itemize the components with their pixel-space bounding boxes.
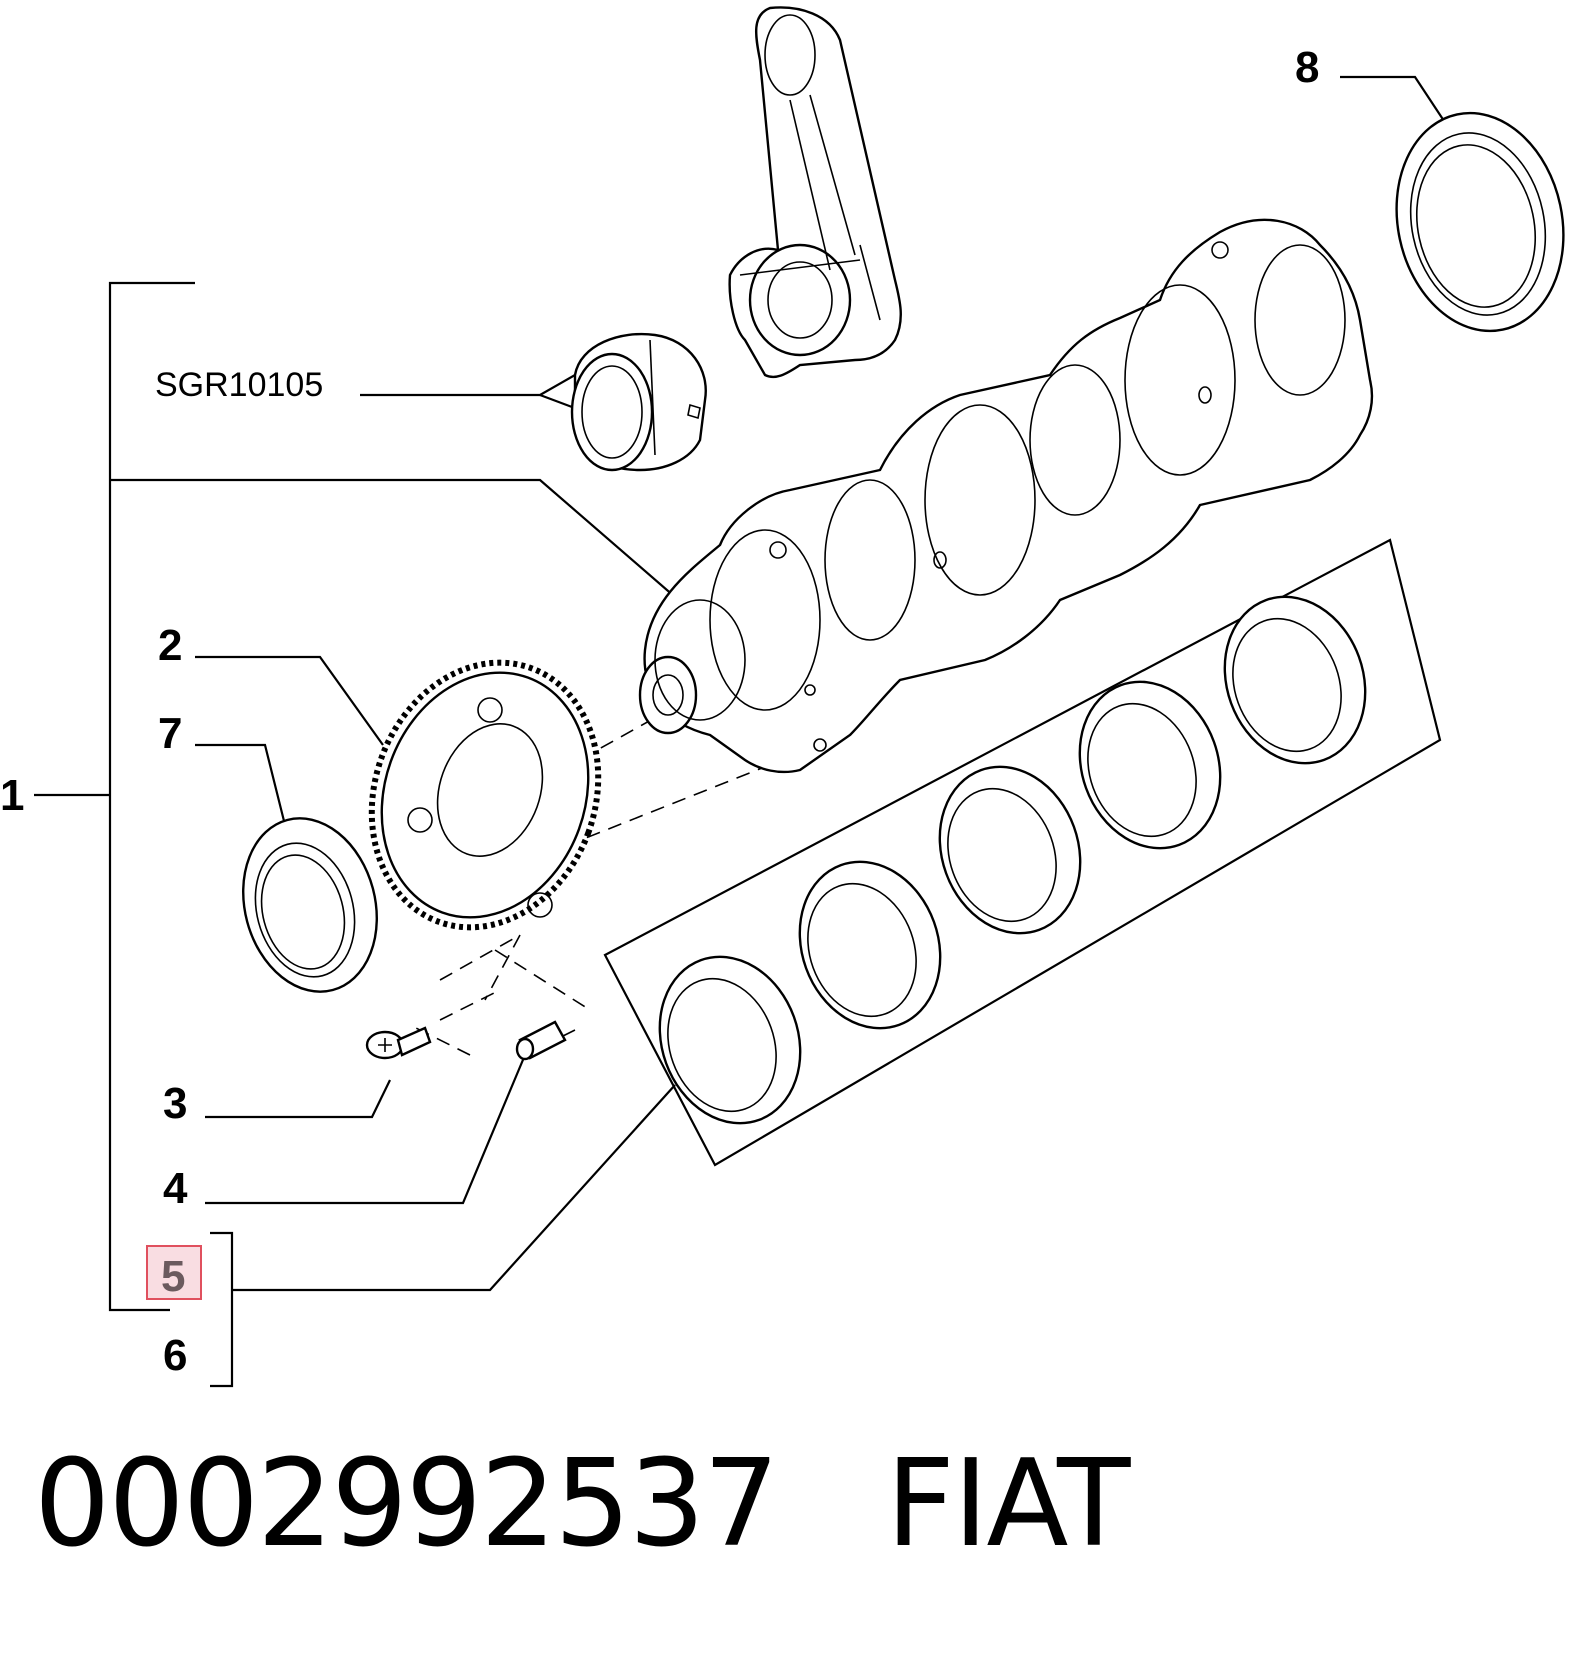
callout-6: 6 [163, 1331, 187, 1380]
callout-2: 2 [158, 621, 182, 670]
connecting-rod [728, 6, 902, 379]
callout-1: 1 [0, 771, 24, 820]
part-number: 0002992537 [34, 1435, 779, 1574]
bearing-shell [658, 955, 802, 1125]
highlight-box [146, 1245, 202, 1300]
tone-wheel [368, 659, 602, 931]
callout-8: 8 [1295, 43, 1319, 92]
crankshaft [638, 218, 1374, 774]
main-bearing-set [603, 538, 1442, 1167]
dowel-pin [515, 1020, 567, 1061]
brand-name: FIAT [885, 1435, 1130, 1574]
front-seal-ring [242, 817, 378, 993]
reference-code: SGR10105 [155, 366, 323, 404]
bearing-shell [1223, 595, 1367, 765]
part-caption: 0002992537 FIAT [34, 1440, 1130, 1570]
bearing-shell [1078, 680, 1222, 850]
bracket-lines [34, 75, 1451, 1388]
bearing-shell [938, 765, 1082, 935]
rear-seal-ring [1395, 111, 1565, 333]
bearing-shell [798, 860, 942, 1030]
callout-4: 4 [163, 1164, 188, 1213]
callout-5-highlighted: 5 [161, 1252, 185, 1301]
callout-7: 7 [158, 709, 182, 758]
screw [365, 1026, 432, 1060]
conrod-bearing-shell [570, 332, 707, 472]
callout-3: 3 [163, 1079, 187, 1128]
